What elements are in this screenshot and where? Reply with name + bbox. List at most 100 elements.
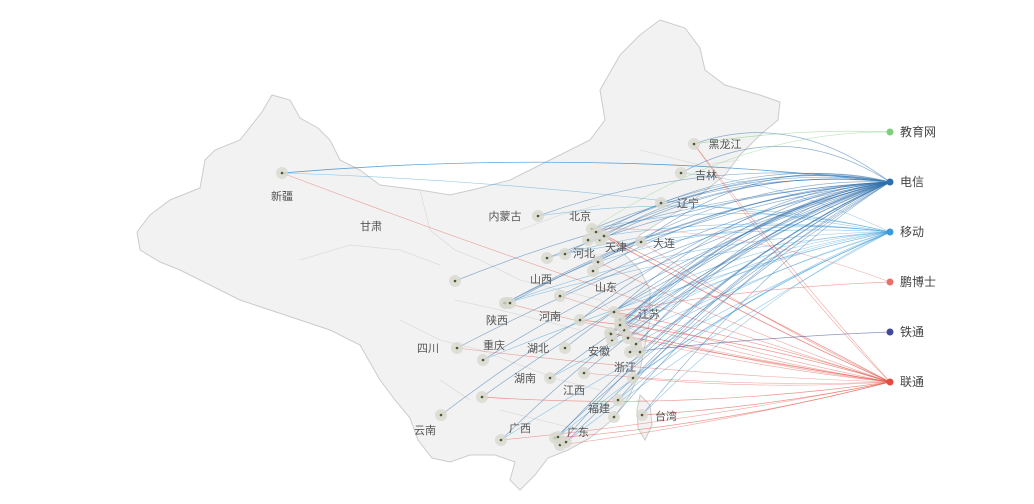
province-label: 黑龙江 bbox=[709, 138, 742, 151]
city-dot bbox=[612, 310, 616, 314]
flow-line bbox=[623, 329, 891, 383]
flow-line bbox=[559, 181, 891, 297]
province-label: 云南 bbox=[414, 424, 436, 437]
flow-line bbox=[613, 281, 891, 313]
isp-label-unicom[interactable]: 联通 bbox=[900, 375, 924, 389]
flow-line bbox=[500, 181, 891, 441]
flow-line bbox=[641, 231, 891, 416]
flow-line bbox=[693, 130, 891, 145]
city-dot bbox=[558, 294, 562, 298]
flow-line bbox=[693, 143, 891, 383]
province-label: 天津 bbox=[605, 241, 627, 254]
city-dot bbox=[453, 279, 457, 283]
flow-line bbox=[557, 231, 891, 438]
city-dot bbox=[280, 171, 284, 175]
city-dot bbox=[692, 142, 696, 146]
isp-node-railcom[interactable] bbox=[886, 328, 894, 336]
city-dot bbox=[508, 301, 512, 305]
flow-line bbox=[481, 381, 891, 402]
flow-line bbox=[565, 231, 891, 443]
flow-line bbox=[629, 181, 891, 353]
city-dot bbox=[609, 332, 613, 336]
flow-line bbox=[641, 381, 891, 416]
flow-line bbox=[591, 228, 891, 383]
province-label: 山西 bbox=[530, 273, 552, 286]
flow-line bbox=[537, 205, 891, 233]
flow-line bbox=[609, 332, 891, 383]
city-dot bbox=[582, 371, 586, 375]
china-outline bbox=[136, 19, 781, 491]
isp-label-railcom[interactable]: 铁通 bbox=[900, 325, 924, 339]
isp-node-drpeng[interactable] bbox=[886, 278, 894, 286]
province-label: 吉林 bbox=[695, 168, 717, 182]
province-label: 江苏 bbox=[638, 308, 660, 321]
city-dots bbox=[276, 138, 700, 451]
flow-line bbox=[613, 181, 891, 418]
isp-node-unicom[interactable] bbox=[886, 378, 894, 386]
flow-line bbox=[640, 173, 891, 243]
city-dot bbox=[563, 252, 567, 256]
isp-node-mobile[interactable] bbox=[886, 228, 894, 236]
province-label: 辽宁 bbox=[677, 196, 699, 210]
flow-line bbox=[509, 181, 891, 304]
flow-line bbox=[456, 181, 891, 349]
city-dot bbox=[591, 269, 595, 273]
flow-line bbox=[613, 181, 891, 313]
city-dot bbox=[499, 438, 503, 442]
flow-line bbox=[595, 231, 891, 383]
flow-line bbox=[564, 181, 891, 349]
city-dot bbox=[638, 350, 642, 354]
province-label: 河南 bbox=[539, 310, 561, 323]
city-dot bbox=[631, 376, 635, 380]
province-label: 重庆 bbox=[483, 338, 505, 352]
flow-line bbox=[610, 181, 891, 335]
city-dot bbox=[594, 230, 598, 234]
flow-line bbox=[609, 332, 891, 383]
city-dot bbox=[616, 398, 620, 402]
flow-line bbox=[680, 146, 891, 183]
flow-line bbox=[504, 231, 891, 304]
city-dot bbox=[481, 358, 485, 362]
city-dot bbox=[628, 350, 632, 354]
province-label: 广东 bbox=[567, 426, 589, 439]
city-dot bbox=[556, 435, 560, 439]
city-dot bbox=[659, 201, 663, 205]
flow-line bbox=[281, 172, 891, 233]
province-label: 福建 bbox=[588, 401, 610, 415]
city-dot bbox=[612, 415, 616, 419]
province-label: 内蒙古 bbox=[489, 209, 522, 223]
isp-label-telecom[interactable]: 电信 bbox=[900, 175, 924, 189]
city-dot bbox=[480, 395, 484, 399]
province-label: 大连 bbox=[653, 236, 675, 250]
isp-label-edu[interactable]: 教育网 bbox=[900, 124, 936, 139]
city-dot bbox=[602, 234, 606, 238]
flow-line bbox=[564, 229, 891, 255]
flow-line bbox=[456, 347, 891, 383]
flow-line bbox=[559, 295, 891, 383]
province-label: 新疆 bbox=[271, 189, 293, 203]
isp-node-telecom[interactable] bbox=[886, 178, 894, 186]
flow-line bbox=[557, 181, 891, 438]
city-dot bbox=[578, 318, 582, 322]
city-dot bbox=[563, 346, 567, 350]
flow-line bbox=[603, 174, 891, 237]
city-dot bbox=[545, 256, 549, 260]
city-dot bbox=[586, 238, 590, 242]
isp-node-edu[interactable] bbox=[886, 128, 894, 136]
province-label: 陕西 bbox=[486, 313, 508, 327]
flow-line bbox=[554, 181, 891, 439]
city-dot bbox=[548, 376, 552, 380]
city-dot bbox=[564, 440, 568, 444]
flow-line bbox=[693, 143, 891, 383]
isp-label-drpeng[interactable]: 鹏博士 bbox=[900, 274, 936, 289]
flow-line bbox=[619, 231, 891, 326]
province-label: 北京 bbox=[569, 209, 591, 223]
flow-line bbox=[549, 181, 891, 379]
city-dot bbox=[679, 171, 683, 175]
province-label: 江西 bbox=[563, 384, 585, 397]
flow-lines bbox=[281, 130, 891, 446]
flow-line bbox=[440, 181, 891, 416]
city-dot bbox=[634, 342, 638, 346]
isp-label-mobile[interactable]: 移动 bbox=[900, 225, 924, 239]
province-label: 安徽 bbox=[588, 344, 610, 358]
